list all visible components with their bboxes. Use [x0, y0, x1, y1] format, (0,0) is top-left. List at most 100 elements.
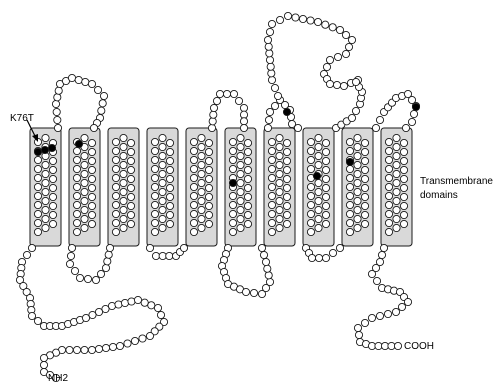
helix-residue	[346, 228, 353, 235]
helix-residue	[229, 210, 236, 217]
helix-residue	[190, 210, 197, 217]
loop	[336, 26, 343, 33]
helix-residue	[393, 215, 400, 222]
helix-residue	[190, 219, 197, 226]
helix-residue	[127, 139, 134, 146]
loop	[68, 244, 75, 251]
helix-residue	[166, 139, 173, 146]
loop	[216, 90, 223, 97]
helix-residue	[42, 206, 49, 213]
helix-residue	[49, 184, 56, 191]
helix-residue	[73, 210, 80, 217]
helix-residue	[190, 156, 197, 163]
helix-residue	[229, 147, 236, 154]
helix-residue	[34, 165, 41, 172]
helix-residue	[159, 161, 166, 168]
helix-residue	[49, 202, 56, 209]
helix-residue	[42, 179, 49, 186]
helix-residue	[307, 147, 314, 154]
helix-residue	[346, 210, 353, 217]
loop	[68, 74, 75, 81]
loop	[102, 264, 109, 271]
helix-residue	[205, 193, 212, 200]
helix-residue	[73, 228, 80, 235]
helix-residue	[205, 184, 212, 191]
helix-residue	[315, 215, 322, 222]
helix-residue	[166, 148, 173, 155]
helix-residue	[361, 220, 368, 227]
helix-residue	[244, 139, 251, 146]
c-terminal-tail	[404, 298, 411, 305]
helix-residue	[34, 201, 41, 208]
helix-residue	[361, 166, 368, 173]
loop	[106, 244, 113, 251]
loop	[210, 104, 217, 111]
helix-residue	[385, 165, 392, 172]
helix-residue	[151, 192, 158, 199]
helix-residue	[354, 161, 361, 168]
n-terminal-tail	[157, 311, 164, 318]
c-terminal-tail	[354, 324, 361, 331]
c-terminal-tail	[376, 312, 383, 319]
helix-residue	[393, 224, 400, 231]
helix-residue	[127, 157, 134, 164]
loop	[55, 87, 62, 94]
loop	[75, 76, 82, 83]
helix-residue	[198, 143, 205, 150]
loop	[265, 116, 272, 123]
helix-residue	[283, 220, 290, 227]
n-terminal-tail	[88, 346, 95, 353]
mutated-residue	[229, 179, 236, 186]
loop	[223, 90, 230, 97]
n-terminal-tail	[146, 332, 153, 339]
helix-residue	[244, 202, 251, 209]
loop	[352, 78, 359, 85]
helix-residue	[385, 228, 392, 235]
helix-residue	[229, 192, 236, 199]
loop	[408, 118, 415, 125]
loop	[105, 251, 112, 258]
loop	[294, 124, 301, 131]
helix-residue	[112, 219, 119, 226]
helix-residue	[322, 148, 329, 155]
helix-residue	[361, 175, 368, 182]
helix-residue	[229, 156, 236, 163]
helix-residue	[322, 220, 329, 227]
loop	[336, 244, 343, 251]
loop	[314, 18, 321, 25]
helix-residue	[120, 143, 127, 150]
loop	[92, 276, 99, 283]
helix-residue	[361, 193, 368, 200]
helix-residue	[315, 143, 322, 150]
helix-residue	[385, 192, 392, 199]
helix-residue	[268, 147, 275, 154]
helix-residue	[198, 197, 205, 204]
n-terminal-tail	[23, 251, 30, 258]
loop	[352, 107, 359, 114]
loop	[54, 124, 61, 131]
helix-residue	[244, 211, 251, 218]
loop	[264, 36, 271, 43]
helix-residue	[42, 188, 49, 195]
helix-residue	[354, 206, 361, 213]
n-terminal-tail	[115, 301, 122, 308]
helix-residue	[322, 139, 329, 146]
helix-residue	[190, 138, 197, 145]
helix-residue	[229, 138, 236, 145]
helix-residue	[81, 188, 88, 195]
helix-residue	[283, 157, 290, 164]
loop	[266, 50, 273, 57]
loop	[54, 116, 61, 123]
c-terminal-tail	[384, 310, 391, 317]
domain-label-line1: Transmembrane	[420, 176, 493, 187]
loop	[94, 86, 101, 93]
helix-residue	[88, 166, 95, 173]
helix-residue	[393, 152, 400, 159]
helix-residue	[190, 165, 197, 172]
helix-residue	[81, 224, 88, 231]
helix-residue	[385, 201, 392, 208]
helix-residue	[81, 215, 88, 222]
helix-residue	[166, 157, 173, 164]
helix-residue	[385, 147, 392, 154]
loop	[230, 90, 237, 97]
